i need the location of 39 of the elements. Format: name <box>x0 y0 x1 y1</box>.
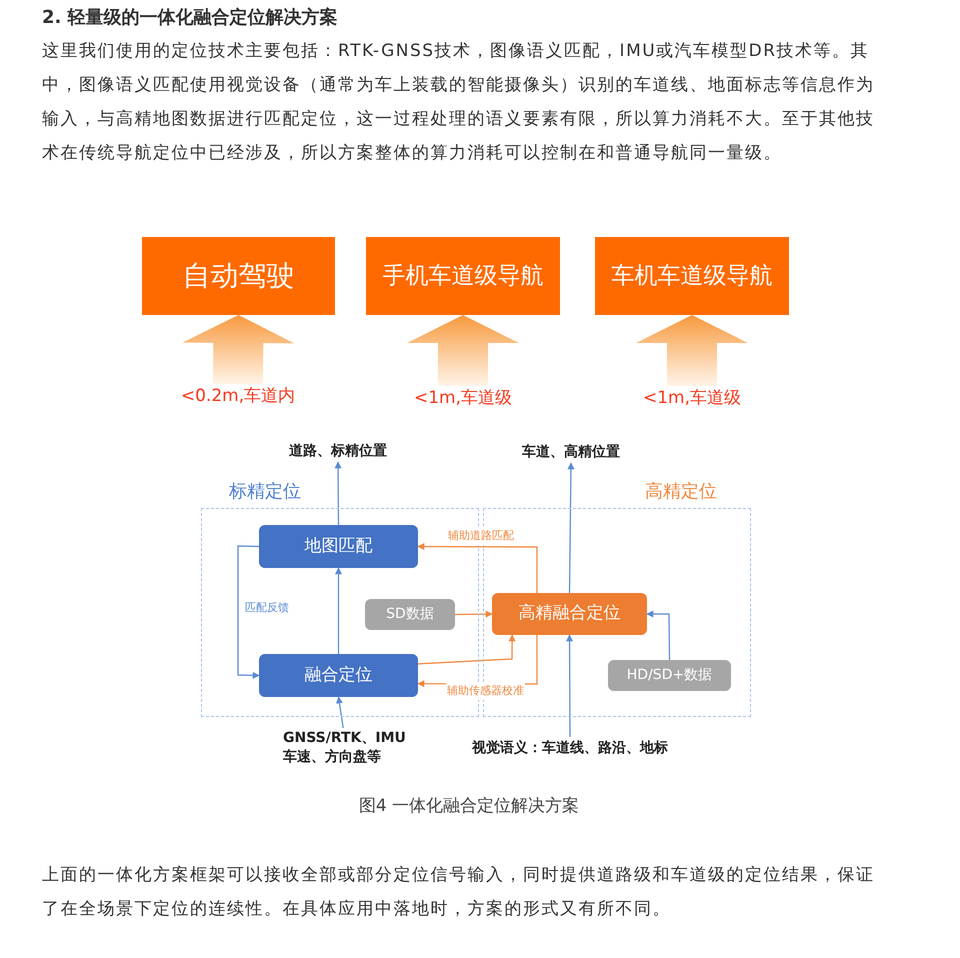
output-text: 道路、标精位置 <box>289 442 387 460</box>
box-label: 自动驾驶 <box>182 258 294 294</box>
figure-caption: 图4 一体化融合定位解决方案 <box>358 795 580 818</box>
arrow <box>566 634 574 737</box>
box-label: 车机车道级导航 <box>612 262 772 291</box>
block-arrow <box>636 315 748 386</box>
edge-label: 辅助道路匹配 <box>447 528 515 544</box>
process-box: SD数据 <box>365 599 455 630</box>
accuracy-text: <1m,车道级 <box>642 387 742 410</box>
target-box <box>142 237 335 315</box>
group-heading: 高精定位 <box>645 480 717 504</box>
section-heading: 2. 轻量级的一体化融合定位解决方案 <box>42 6 338 30</box>
arrow <box>646 610 670 660</box>
process-box: 地图匹配 <box>259 525 418 568</box>
box-label: 手机车道级导航 <box>382 262 544 291</box>
block-arrow <box>182 315 294 384</box>
output-text: 车道、高精位置 <box>522 442 620 462</box>
arrow <box>455 610 493 618</box>
output-text: 视觉语义：车道线、路沿、地标 <box>472 738 668 758</box>
accuracy-text: <0.2m,车道内 <box>180 385 296 408</box>
arrow <box>336 696 344 728</box>
arrow <box>335 567 342 654</box>
paragraph: 这里我们使用的定位技术主要包括：RTK-GNSS技术，图像语义匹配，IMU或汽车模型DR技术等。其中，图像语义匹配使用视觉设备（通常为车上装载的智能摄像头）识别的车道线、地面标志等信息作为输入，与高精地图数据进行匹配定位，这一过程处理的语义要素有限，所以算力消耗不大。至于其他技术在传统导航定位中已经涉及，所以方案整体的算力消耗可以控制在和普通导航同一量级。 <box>42 40 876 165</box>
paragraph: 上面的一体化方案框架可以接收全部或部分定位信号输入，同时提供道路级和车道级的定位结果，保证了在全场景下定位的连续性。在具体应用中落地时，方案的形式又有所不同。 <box>42 864 876 921</box>
arrow <box>567 462 574 593</box>
input-text: GNSS/RTK、IMU 车速、方向盘等 <box>283 729 407 767</box>
edge-label: 辅助传感器校准 <box>446 683 525 700</box>
process-box: 融合定位 <box>259 654 418 697</box>
arrow <box>334 461 342 525</box>
arrow <box>237 545 260 679</box>
process-box: 高精融合定位 <box>492 593 647 635</box>
target-box <box>595 237 789 315</box>
group-heading: 标精定位 <box>229 480 301 504</box>
arrow <box>418 634 516 664</box>
accuracy-text: <1m,车道级 <box>414 387 512 410</box>
process-box: HD/SD+数据 <box>608 660 731 691</box>
arrow <box>417 543 538 593</box>
block-arrow <box>407 315 519 386</box>
target-box <box>366 237 560 315</box>
